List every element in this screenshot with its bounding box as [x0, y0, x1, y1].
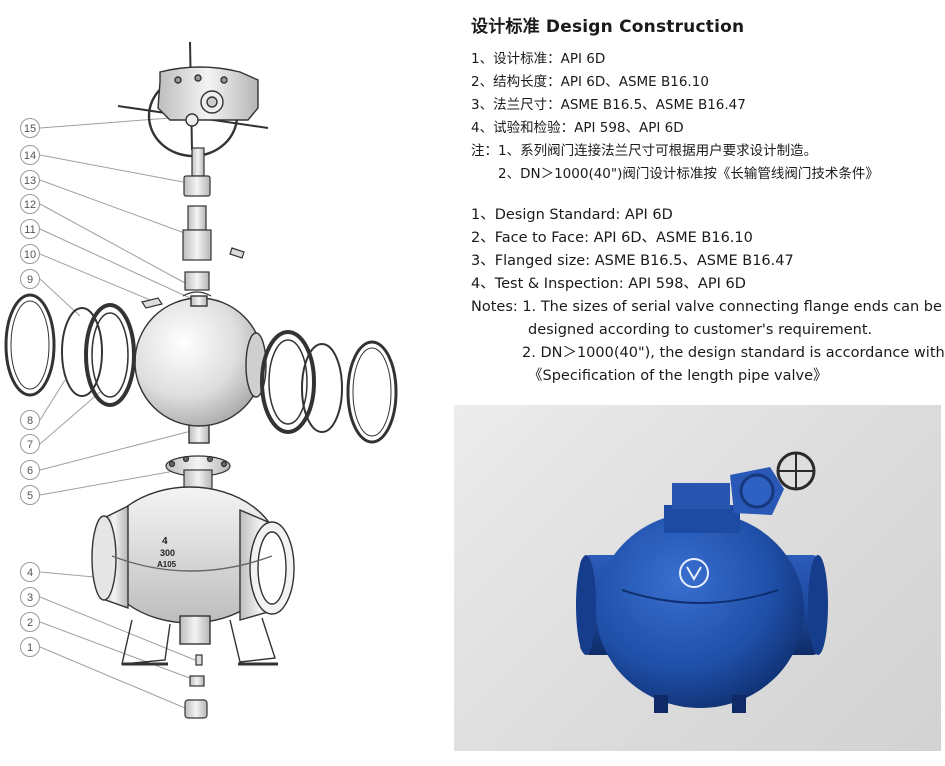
gear-operator-handwheel: [117, 41, 269, 158]
callout-12: 12: [20, 194, 40, 214]
callout-11: 11: [20, 219, 40, 239]
svg-text:10: 10: [24, 249, 36, 261]
bottom-parts: [184, 654, 208, 719]
callout-3: 3: [20, 587, 40, 607]
callout-10: 10: [20, 244, 40, 264]
callout-15: 15: [20, 118, 40, 138]
svg-text:1: 1: [27, 642, 33, 654]
exploded-diagram: 15 14 13 12 11 10 9 8 7 6 5 4 3 2 1: [4, 41, 398, 719]
callout-8: 8: [20, 410, 40, 430]
callout-6: 6: [20, 460, 40, 480]
cn-item-2: 2、结构长度：API 6D、ASME B16.10: [471, 74, 709, 90]
product-photo: [454, 405, 941, 751]
top-flange: [165, 455, 231, 491]
svg-text:8: 8: [27, 415, 33, 427]
svg-text:13: 13: [24, 175, 36, 187]
cn-item-4: 4、试验和检验：API 598、API 6D: [471, 120, 684, 136]
seat-rings-right: [260, 330, 398, 444]
en-note-1b: designed according to customer's require…: [528, 322, 873, 338]
callout-14: 14: [20, 145, 40, 165]
callout-9: 9: [20, 269, 40, 289]
stem-parts: [141, 147, 245, 309]
svg-text:12: 12: [24, 199, 36, 211]
cn-note-1: 注：1、系列阀门连接法兰尺寸可根据用户要求设计制造。: [471, 143, 818, 159]
svg-text:11: 11: [24, 224, 35, 236]
en-item-4: 4、Test & Inspection: API 598、API 6D: [471, 276, 746, 292]
cn-item-3: 3、法兰尺寸：ASME B16.5、ASME B16.47: [471, 97, 746, 113]
en-note-1a: Notes: 1. The sizes of serial valve conn…: [471, 299, 942, 315]
svg-text:14: 14: [24, 150, 36, 162]
svg-text:7: 7: [27, 439, 33, 451]
en-note-2a: 2. DN＞1000(40"), the design standard is …: [522, 345, 945, 361]
seat-rings-left: [4, 293, 136, 407]
svg-text:3: 3: [27, 592, 33, 604]
callout-7: 7: [20, 434, 40, 454]
section-title: 设计标准 Design Construction: [471, 17, 745, 37]
callout-2: 2: [20, 612, 40, 632]
cn-standards-list: 1、设计标准：API 6D 2、结构长度：API 6D、ASME B16.10 …: [471, 48, 879, 186]
casting-size: 4: [162, 536, 168, 547]
en-note-2b: 《Specification of the length pipe valve》: [528, 368, 828, 384]
valve-body: [91, 486, 295, 666]
callout-5: 5: [20, 485, 40, 505]
callout-1: 1: [20, 637, 40, 657]
valve-photo-render: [576, 451, 828, 713]
en-item-3: 3、Flanged size: ASME B16.5、ASME B16.47: [471, 253, 794, 269]
callout-4: 4: [20, 562, 40, 582]
ball: [134, 295, 267, 444]
cn-item-1: 1、设计标准：API 6D: [471, 51, 606, 67]
en-item-1: 1、Design Standard: API 6D: [471, 207, 673, 223]
svg-text:2: 2: [27, 617, 33, 629]
leader-lines: [39, 117, 196, 709]
callout-13: 13: [20, 170, 40, 190]
svg-text:6: 6: [27, 465, 33, 477]
en-item-2: 2、Face to Face: API 6D、ASME B16.10: [471, 230, 753, 246]
svg-text:5: 5: [27, 490, 33, 502]
en-standards-list: 1、Design Standard: API 6D 2、Face to Face…: [471, 204, 945, 388]
casting-material: A105: [157, 560, 177, 569]
svg-text:15: 15: [24, 123, 36, 135]
svg-text:4: 4: [27, 567, 33, 579]
casting-rating: 300: [160, 548, 175, 558]
cn-note-2: 2、DN＞1000(40")阀门设计标准按《长输管线阀门技术条件》: [498, 166, 879, 182]
svg-text:9: 9: [27, 274, 33, 286]
